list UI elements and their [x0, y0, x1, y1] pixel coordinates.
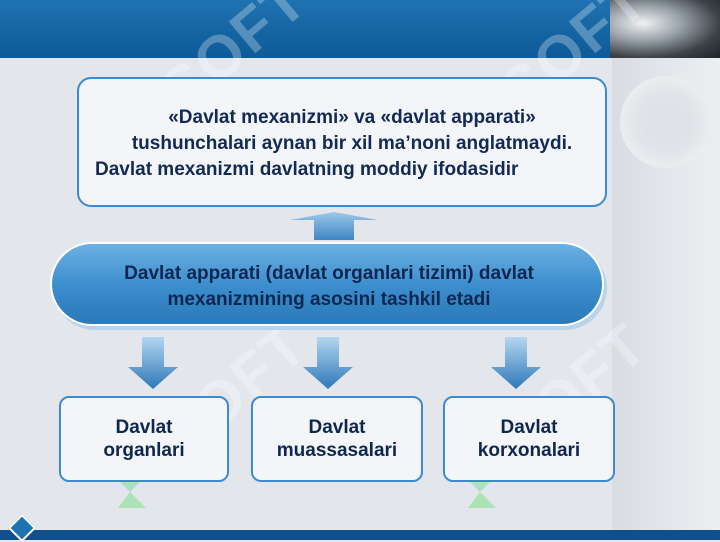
header-bar	[0, 0, 720, 58]
box-enterprises-line-2: korxonalari	[477, 440, 581, 461]
box-organs-line-1: Davlat	[115, 417, 173, 438]
box-institutions: Davlat muassasalari	[251, 396, 423, 482]
arrow-down-icon	[491, 337, 541, 389]
definition-line-3: Davlat mexanizmi davlatning moddiy ifoda…	[95, 159, 519, 180]
box-enterprises: Davlat korxonalari	[443, 396, 615, 482]
decorative-circle	[620, 76, 712, 168]
corner-image	[610, 0, 720, 58]
box-organs-line-2: organlari	[103, 440, 185, 461]
oval-line-2: mexanizmining asosini tashkil etadi	[167, 289, 491, 310]
definition-line-2: tushunchalari aynan bir xil ma’noni angl…	[131, 133, 573, 154]
box-institutions-line-1: Davlat	[308, 417, 366, 438]
definition-line-1: «Davlat mexanizmi» va «davlat apparati»	[168, 107, 536, 128]
arrow-down-icon	[303, 337, 353, 389]
right-side-panel	[612, 58, 720, 530]
oval-line-1: Davlat apparati (davlat organlari tizimi…	[124, 263, 534, 284]
box-enterprises-line-1: Davlat	[500, 417, 558, 438]
box-organs: Davlat organlari	[59, 396, 229, 482]
arrow-down-icon	[128, 337, 178, 389]
box-institutions-line-2: muassasalari	[276, 440, 398, 461]
arrow-up-icon	[290, 212, 378, 240]
definition-box: «Davlat mexanizmi» va «davlat apparati» …	[77, 77, 607, 207]
central-statement-oval: Davlat apparati (davlat organlari tizimi…	[50, 242, 604, 326]
footer-bar	[0, 530, 720, 540]
